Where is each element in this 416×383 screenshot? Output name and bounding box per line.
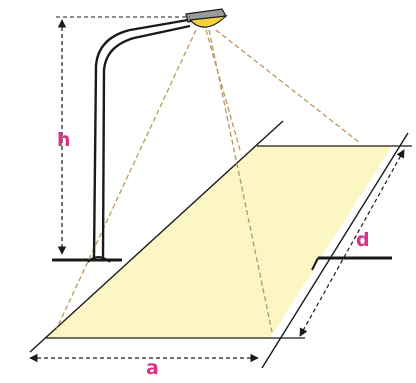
light-ray xyxy=(205,29,241,151)
spacing-label: d xyxy=(356,229,370,251)
light-ray xyxy=(215,29,361,144)
light-ray xyxy=(208,29,273,333)
height-label: h xyxy=(57,129,71,151)
height-dimension xyxy=(56,16,190,255)
spacing-dimension xyxy=(299,149,405,337)
width-label: a xyxy=(146,357,159,379)
spacing-arrow xyxy=(299,149,405,337)
lamp-head xyxy=(185,8,228,28)
pole-inner xyxy=(101,24,191,259)
road-edge-left xyxy=(29,120,284,353)
light-rays xyxy=(55,29,361,333)
pole-base xyxy=(87,256,111,263)
lamp-pole xyxy=(87,18,191,263)
light-ray xyxy=(55,29,197,331)
pole-outer xyxy=(92,18,189,259)
lamp-bulb xyxy=(188,15,228,28)
